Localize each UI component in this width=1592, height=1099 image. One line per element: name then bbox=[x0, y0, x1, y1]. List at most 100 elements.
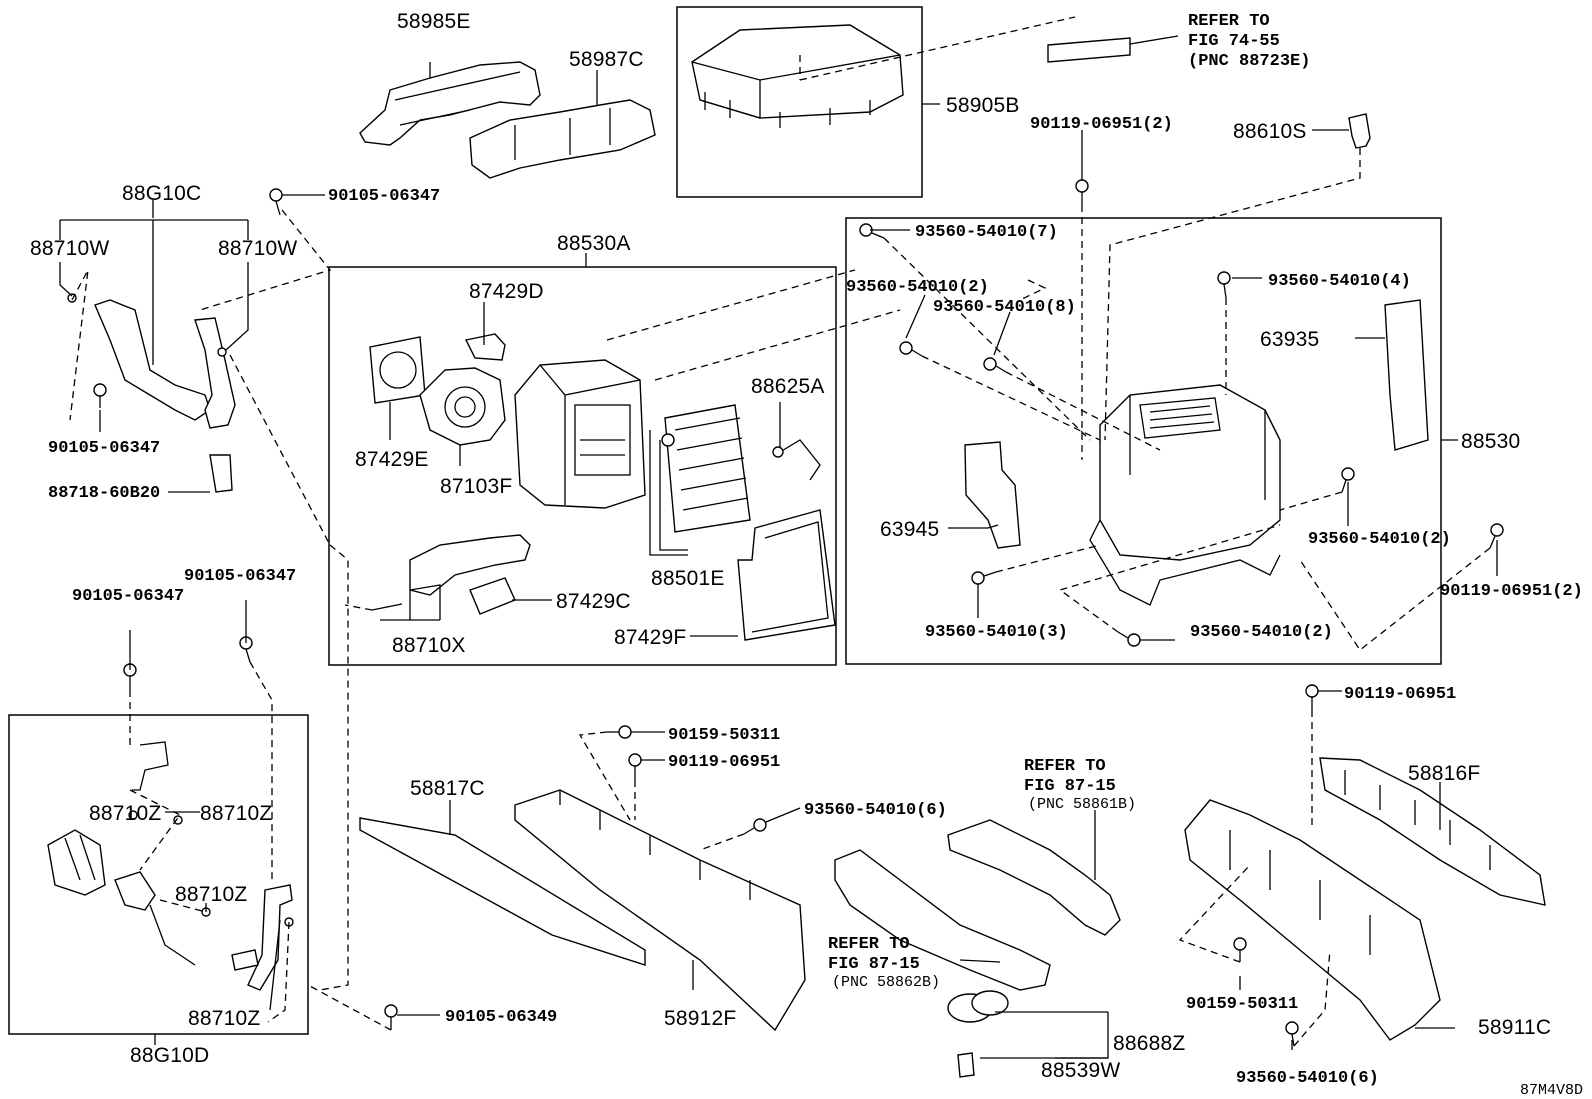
label-93560-54010-2-a: 93560-54010(2) bbox=[846, 278, 989, 297]
part-88530-unit bbox=[1089, 384, 1281, 606]
label-88539w: 88539W bbox=[1041, 1059, 1120, 1082]
bolt-93560-54010-8 bbox=[983, 357, 1007, 373]
figure-id: 87M4V8D bbox=[1520, 1082, 1583, 1099]
label-88530a: 88530A bbox=[557, 232, 631, 255]
label-93560-54010-2-b: 93560-54010(2) bbox=[1308, 530, 1451, 549]
part-duct-58862b bbox=[834, 849, 1051, 991]
part-58817c bbox=[359, 817, 646, 966]
label-63935: 63935 bbox=[1260, 328, 1319, 351]
bolt-93560-54010-2-c bbox=[1117, 631, 1141, 647]
label-87429e: 87429E bbox=[355, 448, 429, 471]
label-90105-06347-b: 90105-06347 bbox=[184, 567, 296, 586]
label-refer-87-15-b-line1: REFER TO bbox=[828, 935, 910, 954]
bolt-90105-06349 bbox=[384, 1004, 398, 1030]
part-88g10d-hoses bbox=[47, 741, 294, 991]
bolt-93560-54010-4 bbox=[1217, 271, 1231, 299]
label-refer-87-15-a-line3: (PNC 58861B) bbox=[1028, 796, 1136, 813]
label-88g10c: 88G10C bbox=[122, 182, 201, 205]
label-88718-60b20: 88718-60B20 bbox=[48, 484, 160, 503]
part-88501e-evaporator bbox=[661, 404, 751, 533]
label-88g10d: 88G10D bbox=[130, 1044, 209, 1067]
label-58911c: 58911C bbox=[1478, 1016, 1551, 1039]
label-87429c: 87429C bbox=[556, 590, 631, 613]
frame-58905b bbox=[676, 6, 923, 198]
label-63945: 63945 bbox=[880, 518, 939, 541]
label-refer-87-15-a-line1: REFER TO bbox=[1024, 757, 1106, 776]
label-93560-54010-2-c: 93560-54010(2) bbox=[1190, 623, 1333, 642]
label-87429f: 87429F bbox=[614, 626, 686, 649]
label-58905b: 58905B bbox=[946, 94, 1020, 117]
label-88610s: 88610S bbox=[1233, 120, 1307, 143]
label-58816f: 58816F bbox=[1408, 762, 1480, 785]
label-90119-06951-2-right: 90119-06951(2) bbox=[1440, 582, 1583, 601]
part-58985e bbox=[359, 61, 541, 146]
part-87429c bbox=[469, 577, 516, 615]
part-88530a-case bbox=[514, 359, 646, 509]
bolt-90105-06347-top bbox=[269, 188, 283, 216]
label-88530: 88530 bbox=[1461, 430, 1520, 453]
label-88710w-left: 88710W bbox=[30, 237, 109, 260]
part-87429d bbox=[464, 333, 506, 361]
bolt-93560-54010-6-mid bbox=[743, 818, 767, 835]
label-refer-74-55-line3: (PNC 88723E) bbox=[1188, 52, 1310, 71]
part-refer-label-plate bbox=[1047, 37, 1131, 63]
label-93560-54010-4: 93560-54010(4) bbox=[1268, 272, 1411, 291]
label-93560-54010-3: 93560-54010(3) bbox=[925, 623, 1068, 642]
label-90159-50311-top: 90159-50311 bbox=[668, 726, 780, 745]
part-87429e-gasket bbox=[369, 336, 426, 404]
label-88710z-a: 88710Z bbox=[89, 802, 161, 825]
label-58985e: 58985E bbox=[397, 10, 471, 33]
label-90119-06951-mid: 90119-06951 bbox=[668, 753, 780, 772]
label-93560-54010-8: 93560-54010(8) bbox=[933, 298, 1076, 317]
bolt-90119-06951-right bbox=[1305, 684, 1319, 710]
label-90119-06951-right: 90119-06951 bbox=[1344, 685, 1456, 704]
part-58816f bbox=[1319, 757, 1546, 906]
bolt-90119-06951-2-right bbox=[1489, 523, 1504, 549]
label-refer-87-15-a-line2: FIG 87-15 bbox=[1024, 777, 1116, 796]
bolt-93560-54010-2-a bbox=[899, 341, 923, 357]
label-refer-87-15-b-line3: (PNC 58862B) bbox=[832, 974, 940, 991]
bolt-90119-06951-mid bbox=[628, 753, 642, 780]
part-58905b bbox=[691, 24, 904, 128]
part-58912f bbox=[514, 789, 806, 1032]
label-90159-50311-right: 90159-50311 bbox=[1186, 995, 1298, 1014]
label-88688z: 88688Z bbox=[1113, 1032, 1185, 1055]
part-88g10c-hose bbox=[67, 293, 236, 493]
part-87103f-blower bbox=[419, 367, 506, 446]
label-87429d: 87429D bbox=[469, 280, 544, 303]
label-90105-06349: 90105-06349 bbox=[445, 1008, 557, 1027]
leader-lines bbox=[59, 35, 1498, 1059]
label-88501e: 88501E bbox=[651, 567, 725, 590]
label-refer-74-55-line1: REFER TO bbox=[1188, 12, 1270, 31]
bolt-90159-50311-right bbox=[1233, 937, 1247, 962]
label-88710z-b: 88710Z bbox=[200, 802, 272, 825]
bolt-93560-54010-7 bbox=[859, 223, 885, 239]
part-88688z bbox=[947, 990, 1009, 1023]
part-87429f-filter bbox=[737, 509, 836, 641]
label-58987c: 58987C bbox=[569, 48, 644, 71]
dashed-connectors bbox=[69, 16, 1491, 1047]
label-93560-54010-7: 93560-54010(7) bbox=[915, 223, 1058, 242]
bolt-90159-50311-top bbox=[607, 725, 632, 739]
label-refer-74-55-line2: FIG 74-55 bbox=[1188, 32, 1280, 51]
part-58911c bbox=[1184, 799, 1441, 1041]
bolt-93560-54010-6-right bbox=[1285, 1021, 1299, 1047]
frame-88530a bbox=[328, 266, 837, 666]
label-90105-06347-a: 90105-06347 bbox=[72, 587, 184, 606]
part-duct-58861b bbox=[947, 819, 1121, 936]
part-88610s bbox=[1348, 113, 1371, 149]
label-93560-54010-6-right: 93560-54010(6) bbox=[1236, 1069, 1379, 1088]
label-87103f: 87103F bbox=[440, 475, 512, 498]
label-88710x: 88710X bbox=[392, 634, 466, 657]
frame-88530 bbox=[845, 217, 1442, 665]
part-58987c bbox=[469, 99, 656, 179]
label-90119-06951-2-top: 90119-06951(2) bbox=[1030, 115, 1173, 134]
label-58912f: 58912F bbox=[664, 1007, 736, 1030]
bolt-90105-06347-left bbox=[93, 383, 107, 408]
label-90105-06347-left: 90105-06347 bbox=[48, 439, 160, 458]
part-63935 bbox=[1384, 299, 1429, 451]
frame-88g10d bbox=[8, 714, 309, 1035]
bolt-90119-06951-2-top bbox=[1075, 179, 1089, 205]
